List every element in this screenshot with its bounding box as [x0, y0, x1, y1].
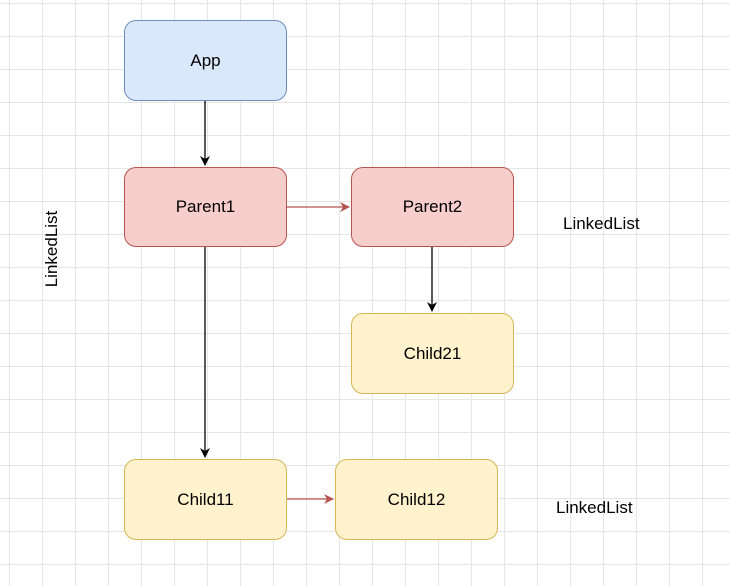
node-child12[interactable]: Child12 [335, 459, 498, 540]
node-parent1[interactable]: Parent1 [124, 167, 287, 247]
node-child11[interactable]: Child11 [124, 459, 287, 540]
node-parent2-label: Parent2 [402, 197, 463, 216]
node-app[interactable]: App [124, 20, 287, 101]
linkedlist-vertical-label: LinkedList [42, 210, 61, 288]
node-child11-label: Child11 [177, 489, 234, 509]
node-child21-label: Child21 [403, 343, 462, 363]
node-child12-label: Child12 [387, 489, 446, 509]
linkedlist-parents-label: LinkedList [563, 214, 640, 233]
linkedlist-children-label: LinkedList [556, 498, 633, 517]
node-parent1-label: Parent1 [175, 197, 236, 216]
node-parent2[interactable]: Parent2 [351, 167, 514, 247]
node-child21[interactable]: Child21 [351, 313, 514, 394]
node-app-label: App [190, 50, 221, 70]
